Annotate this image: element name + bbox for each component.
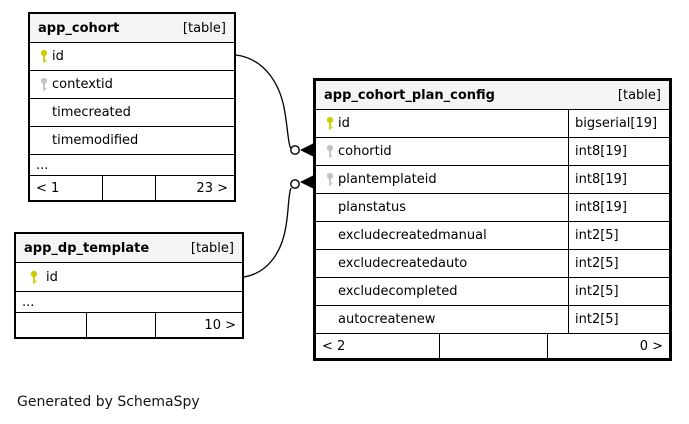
table-name[interactable]: app_dp_template (24, 240, 150, 256)
column-type: int2[5] (568, 278, 669, 305)
ellipsis-row: ... (30, 154, 234, 175)
column-row: planstatus int8[19] (316, 193, 669, 221)
column-row: excludecreatedauto int2[5] (316, 249, 669, 277)
table-name[interactable]: app_cohort_plan_config (324, 87, 495, 103)
table-app_dp_template[interactable]: app_dp_template [table] id ... 10 > (14, 232, 244, 339)
footer-rows-count: 23 > (155, 176, 234, 200)
footer-middle-cell (102, 176, 155, 200)
column-row: cohortid int8[19] (316, 137, 669, 165)
column-name: excludecompleted (338, 284, 458, 299)
column-type: bigserial[19] (568, 110, 669, 137)
table-header[interactable]: app_cohort_plan_config [table] (316, 81, 669, 109)
foreign-key-icon (30, 77, 52, 92)
column-row: plantemplateid int8[19] (316, 165, 669, 193)
column-type: int2[5] (568, 222, 669, 249)
column-name: plantemplateid (338, 172, 437, 187)
column-row: id (30, 42, 234, 70)
fk-connector-cohortid (235, 54, 313, 157)
column-name: planstatus (338, 200, 407, 215)
table-footer: 10 > (16, 312, 242, 337)
generated-by-caption: Generated by SchemaSpy (17, 394, 200, 410)
primary-key-icon (16, 270, 46, 285)
column-type: int2[5] (568, 306, 669, 333)
column-name: id (338, 116, 350, 131)
column-type: int2[5] (568, 250, 669, 277)
column-row: id bigserial[19] (316, 109, 669, 137)
column-name: timemodified (52, 133, 139, 148)
table-app_cohort_plan_config[interactable]: app_cohort_plan_config [table] id bigser… (313, 78, 672, 361)
footer-children-count: < 1 (36, 180, 60, 196)
ellipsis-label: ... (36, 157, 49, 173)
primary-key-icon (30, 49, 52, 64)
column-name: timecreated (52, 105, 131, 120)
column-type: int8[19] (568, 166, 669, 193)
table-header[interactable]: app_cohort [table] (30, 14, 234, 42)
footer-children-count (16, 313, 86, 337)
table-tag: [table] (617, 87, 661, 103)
column-type: int8[19] (568, 194, 669, 221)
column-name: excludecreatedauto (338, 256, 468, 271)
column-row: excludecreatedmanual int2[5] (316, 221, 669, 249)
column-name: autocreatenew (338, 312, 436, 327)
foreign-key-icon (316, 144, 338, 159)
footer-middle-cell (439, 334, 547, 358)
table-app_cohort[interactable]: app_cohort [table] id contextid timecrea… (28, 12, 236, 202)
column-row: contextid (30, 70, 234, 98)
footer-children-count: < 2 (322, 338, 346, 354)
footer-rows-count: 0 > (547, 334, 669, 358)
foreign-key-icon (316, 172, 338, 187)
column-row: id (16, 262, 242, 291)
table-header[interactable]: app_dp_template [table] (16, 234, 242, 262)
table-footer: < 1 23 > (30, 175, 234, 200)
table-name[interactable]: app_cohort (38, 20, 120, 36)
fk-connector-plantemplateid (243, 175, 313, 278)
column-type: int8[19] (568, 138, 669, 165)
ellipsis-label: ... (22, 294, 35, 310)
footer-middle-cell (86, 313, 155, 337)
table-tag: [table] (182, 20, 226, 36)
table-footer: < 2 0 > (316, 333, 669, 358)
column-row: excludecompleted int2[5] (316, 277, 669, 305)
column-name: id (46, 269, 58, 285)
column-name: id (52, 49, 64, 64)
ellipsis-row: ... (16, 291, 242, 312)
column-name: cohortid (338, 144, 392, 159)
footer-rows-count: 10 > (155, 313, 242, 337)
column-name: excludecreatedmanual (338, 228, 487, 243)
column-name: contextid (52, 77, 113, 92)
primary-key-icon (316, 116, 338, 131)
table-tag: [table] (190, 240, 234, 256)
column-row: autocreatenew int2[5] (316, 305, 669, 333)
column-row: timecreated (30, 98, 234, 126)
column-row: timemodified (30, 126, 234, 154)
